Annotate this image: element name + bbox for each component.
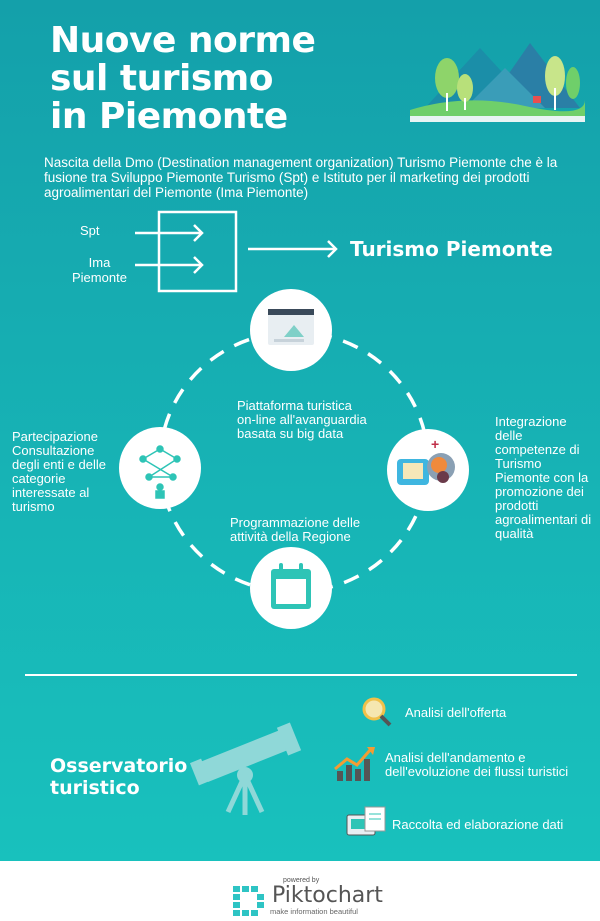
merge-arrows xyxy=(135,210,338,293)
browser-icon xyxy=(268,309,314,345)
label-line: Piemonte xyxy=(72,270,127,285)
platform-text: Piattaforma turistica on-line all'avangu… xyxy=(237,398,367,441)
svg-text:+: + xyxy=(431,436,439,452)
intro-text: Nascita della Dmo (Destination managemen… xyxy=(44,155,558,200)
magnifier-icon xyxy=(362,697,392,727)
integration-node: + xyxy=(387,429,469,511)
integration-text: Integrazione delle competenze di Turismo… xyxy=(495,414,592,541)
title-line: Nuove norme xyxy=(50,20,316,61)
input-ima-label: Ima Piemonte xyxy=(72,255,127,285)
food-promotion-icon: + xyxy=(397,436,455,485)
piktochart-tagline: make information beautiful xyxy=(270,907,358,916)
landscape-illustration xyxy=(410,43,585,122)
page-title: Nuove norme sul turismo in Piemonte xyxy=(50,20,316,137)
network-icon xyxy=(139,445,181,499)
observatory-item: Analisi dell'offerta xyxy=(405,705,507,720)
participation-node xyxy=(119,427,201,509)
observatory-item: Analisi dell'andamento e dell'evoluzione… xyxy=(385,750,569,779)
observatory-title: Osservatorio turistico xyxy=(50,755,188,799)
title-line: in Piemonte xyxy=(50,96,288,137)
label-line: Ima xyxy=(88,255,111,270)
footer xyxy=(0,861,600,921)
powered-by-label: powered by xyxy=(283,877,320,884)
platform-node xyxy=(250,289,332,371)
trend-chart-icon xyxy=(334,747,375,781)
programming-text: Programmazione delle attività della Regi… xyxy=(230,515,361,544)
programming-node xyxy=(250,547,332,629)
result-label: Turismo Piemonte xyxy=(350,237,553,261)
observatory-item: Raccolta ed elaborazione dati xyxy=(392,817,564,832)
divider xyxy=(25,674,577,676)
input-spt-label: Spt xyxy=(80,223,100,238)
background xyxy=(0,0,600,861)
piktochart-logo-icon[interactable] xyxy=(233,886,265,918)
participation-text: Partecipazione Consultazione degli enti … xyxy=(12,429,106,514)
telescope-icon xyxy=(190,722,302,815)
title-line: sul turismo xyxy=(50,58,274,99)
piktochart-brand[interactable]: Piktochart xyxy=(272,883,383,908)
data-collection-icon xyxy=(346,806,386,836)
calendar-icon xyxy=(271,563,311,609)
